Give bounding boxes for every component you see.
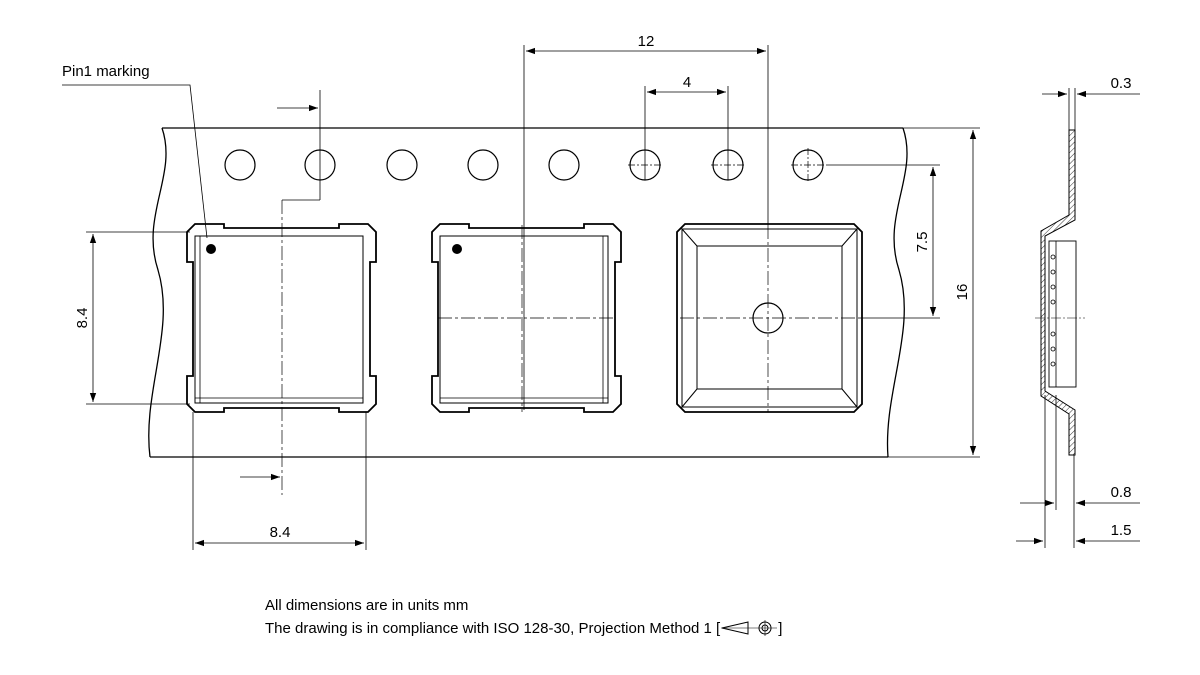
sprocket-hole xyxy=(224,149,256,181)
pin1-dot xyxy=(206,244,216,254)
dim-7-5-label: 7.5 xyxy=(914,232,931,253)
side-dimension-lines xyxy=(1016,88,1140,548)
pin1-marking-label: Pin1 marking xyxy=(62,63,150,80)
dim-0-3-label: 0.3 xyxy=(1111,75,1132,92)
pitch-4-label: 4 xyxy=(683,74,691,91)
sprocket-holes xyxy=(224,149,824,181)
pin1-dot xyxy=(452,244,462,254)
dim-16-label: 16 xyxy=(954,284,971,301)
dim-1-5-label: 1.5 xyxy=(1111,522,1132,539)
sprocket-hole xyxy=(467,149,499,181)
dimension-lines xyxy=(62,45,980,550)
carrier-tape xyxy=(148,127,908,458)
dim-0-8-label: 0.8 xyxy=(1111,484,1132,501)
compliance-note-end: ] xyxy=(778,620,783,637)
side-section-view xyxy=(1035,129,1085,456)
pocket-1 xyxy=(186,223,377,413)
dim-8-4-width-label: 8.4 xyxy=(270,524,291,541)
dim-8-4-height-label: 8.4 xyxy=(74,308,91,329)
sprocket-hole xyxy=(548,149,580,181)
pitch-12-label: 12 xyxy=(638,33,655,50)
units-note: All dimensions are in units mm xyxy=(265,597,469,614)
compliance-note: The drawing is in compliance with ISO 12… xyxy=(265,620,782,637)
sprocket-hole xyxy=(386,149,418,181)
first-angle-projection-icon xyxy=(721,620,778,636)
center-lines xyxy=(281,200,860,495)
compliance-note-text: The drawing is in compliance with ISO 12… xyxy=(265,620,721,637)
